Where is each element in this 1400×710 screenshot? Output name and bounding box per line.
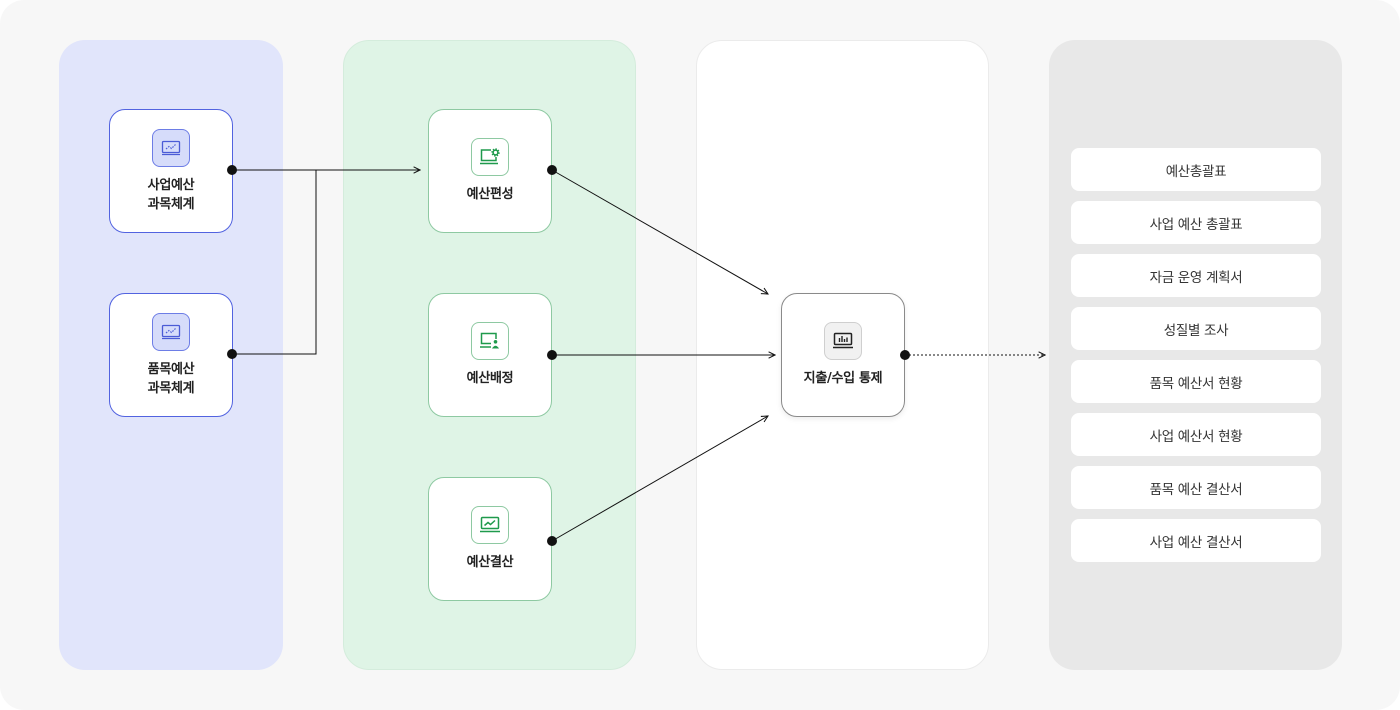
edge-pummok-to-pyeonseong xyxy=(232,170,317,355)
node-label: 품목예산 과목체계 xyxy=(147,361,195,396)
report-item[interactable]: 품목 예산서 현황 xyxy=(1071,360,1321,403)
edge-pyeonseong-to-control xyxy=(551,169,768,294)
report-item[interactable]: 품목 예산 결산서 xyxy=(1071,466,1321,509)
chart-monitor-icon xyxy=(152,312,190,351)
node-label: 예산결산 xyxy=(466,555,514,570)
report-item[interactable]: 자금 운영 계획서 xyxy=(1071,254,1321,297)
reports-panel xyxy=(1049,40,1342,670)
report-item[interactable]: 사업 예산 결산서 xyxy=(1071,519,1321,562)
node-label: 예산편성 xyxy=(466,187,514,202)
node-pummok-budget-system[interactable]: 품목예산 과목체계 xyxy=(109,293,233,417)
monitor-trend-icon xyxy=(471,506,509,544)
node-label: 사업예산 과목체계 xyxy=(147,177,195,212)
report-item[interactable]: 사업 예산 총괄표 xyxy=(1071,201,1321,244)
node-budget-formulation[interactable]: 예산편성 xyxy=(428,109,552,233)
node-expense-income-control[interactable]: 지출/수입 통제 xyxy=(781,293,905,417)
report-item[interactable]: 예산총괄표 xyxy=(1071,148,1321,191)
report-list: 예산총괄표 사업 예산 총괄표 자금 운영 계획서 성질별 조사 품목 예산서 … xyxy=(1071,148,1321,572)
monitor-gear-icon xyxy=(471,138,509,176)
node-label: 예산배정 xyxy=(466,371,514,386)
edge-gyeolsan-to-control xyxy=(551,416,768,542)
chart-monitor-icon xyxy=(152,128,190,167)
monitor-bar-chart-icon xyxy=(824,322,862,360)
monitor-person-icon xyxy=(471,322,509,360)
node-budget-settlement[interactable]: 예산결산 xyxy=(428,477,552,601)
report-item[interactable]: 성질별 조사 xyxy=(1071,307,1321,350)
node-label: 지출/수입 통제 xyxy=(803,371,883,386)
node-budget-allocation[interactable]: 예산배정 xyxy=(428,293,552,417)
report-item[interactable]: 사업 예산서 현황 xyxy=(1071,413,1321,456)
node-saeop-budget-system[interactable]: 사업예산 과목체계 xyxy=(109,109,233,233)
